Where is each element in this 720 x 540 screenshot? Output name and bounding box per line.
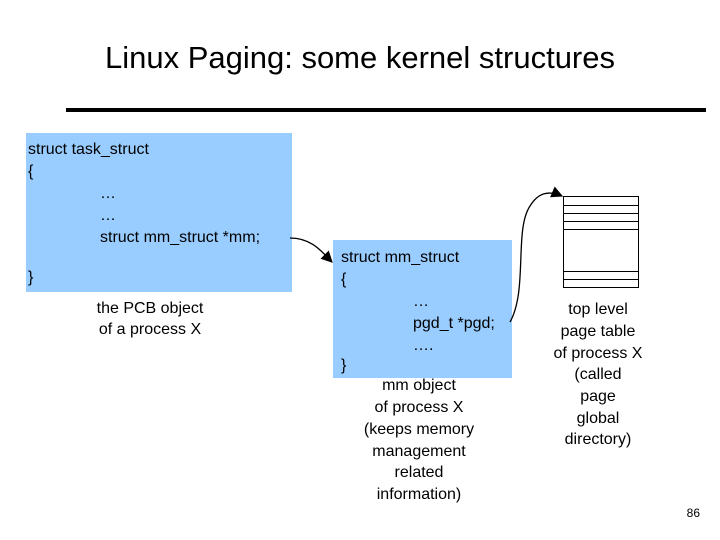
page-table-caption-3: of process X	[553, 345, 643, 362]
mm-pointer-arrow	[289, 237, 333, 263]
page-table-caption-2: page table	[560, 323, 636, 340]
mm-struct-line-3: …	[413, 293, 429, 310]
mm-struct-line-4: pgd_t *pgd;	[413, 315, 495, 332]
mm-struct-line-2: {	[341, 271, 347, 288]
task-struct-caption-2: of a process X	[98, 321, 202, 338]
mm-struct-box	[333, 240, 512, 378]
task-struct-line-1: struct task_struct	[28, 141, 149, 158]
table-row-divider	[564, 229, 638, 230]
title-rule	[66, 108, 706, 112]
table-row-divider	[564, 279, 638, 280]
mm-struct-caption-3: (keeps memory	[363, 421, 475, 438]
page-table-caption-1: top level	[568, 301, 628, 318]
task-struct-line-2: {	[28, 163, 34, 180]
mm-struct-caption-5: related	[394, 464, 444, 481]
task-struct-box	[26, 133, 292, 292]
mm-struct-caption-4: management	[372, 443, 466, 460]
task-struct-line-6: }	[28, 269, 34, 286]
table-row-divider	[564, 205, 638, 206]
mm-struct-line-5: ….	[413, 337, 434, 354]
mm-struct-caption-2: of process X	[374, 399, 464, 416]
task-struct-line-3: …	[100, 185, 116, 202]
page-table-caption-6: global	[576, 410, 620, 427]
table-row-divider	[564, 271, 638, 272]
mm-struct-caption-1: mm object	[382, 377, 456, 394]
page-table-caption-5: page	[580, 388, 616, 405]
page-table-caption-4: (called	[574, 366, 622, 383]
mm-struct-caption-6: information)	[376, 486, 462, 503]
mm-struct-line-1: struct mm_struct	[341, 249, 460, 266]
mm-struct-line-6: }	[341, 357, 347, 374]
slide-number: 86	[686, 506, 700, 520]
page-table-caption-7: directory)	[564, 431, 632, 448]
table-row-divider	[564, 221, 638, 222]
task-struct-line-4: …	[100, 207, 116, 224]
slide-title: Linux Paging: some kernel structures	[104, 40, 616, 75]
table-row-divider	[564, 213, 638, 214]
page-global-directory-table	[563, 196, 639, 288]
task-struct-line-5: struct mm_struct *mm;	[100, 229, 261, 246]
task-struct-caption-1: the PCB object	[96, 300, 204, 317]
